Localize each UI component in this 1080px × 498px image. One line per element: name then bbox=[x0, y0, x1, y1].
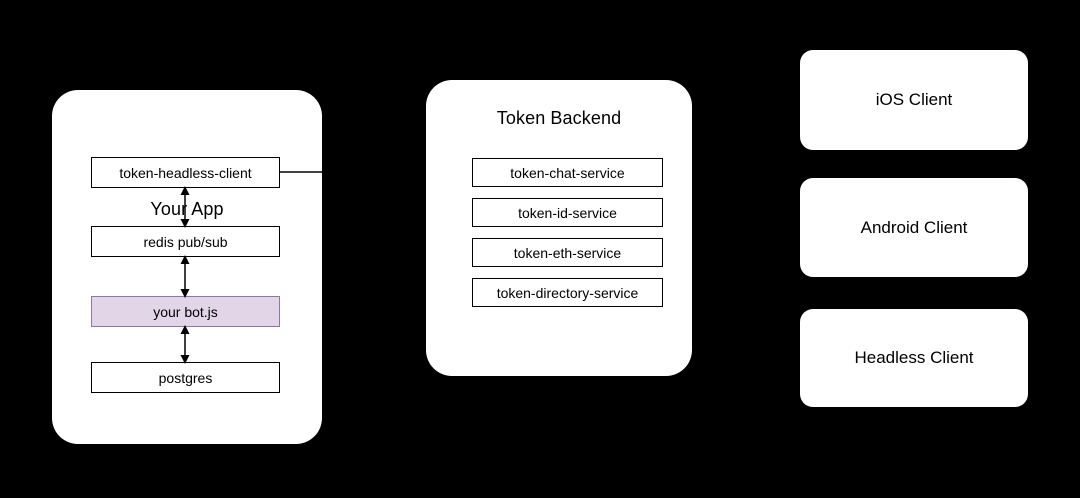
node-label: token-chat-service bbox=[510, 164, 625, 181]
client-card-android[interactable]: Android Client bbox=[800, 178, 1028, 277]
your-app-title: Your App bbox=[150, 199, 224, 219]
node-label: your bot.js bbox=[153, 303, 218, 320]
node-token-id-service[interactable]: token-id-service bbox=[472, 198, 663, 227]
node-token-directory-service[interactable]: token-directory-service bbox=[472, 278, 663, 307]
node-label: token-headless-client bbox=[119, 164, 252, 181]
node-redis-pub-sub[interactable]: redis pub/sub bbox=[91, 226, 280, 257]
token-backend-card[interactable]: Token Backend bbox=[426, 80, 692, 376]
node-token-headless-client[interactable]: token-headless-client bbox=[91, 157, 280, 188]
node-label: token-directory-service bbox=[496, 284, 639, 301]
client-label: Android Client bbox=[860, 217, 968, 237]
node-label: token-id-service bbox=[518, 204, 617, 221]
client-label: iOS Client bbox=[875, 90, 953, 109]
node-label: token-eth-service bbox=[513, 244, 622, 261]
token-backend-title: Token Backend bbox=[496, 108, 622, 128]
client-card-ios[interactable]: iOS Client bbox=[800, 50, 1028, 150]
node-label: redis pub/sub bbox=[143, 233, 228, 250]
node-your-bot-js[interactable]: your bot.js bbox=[91, 296, 280, 327]
node-token-eth-service[interactable]: token-eth-service bbox=[472, 238, 663, 267]
node-postgres[interactable]: postgres bbox=[91, 362, 280, 393]
node-token-chat-service[interactable]: token-chat-service bbox=[472, 158, 663, 187]
node-label: postgres bbox=[158, 369, 213, 386]
client-card-headless[interactable]: Headless Client bbox=[800, 309, 1028, 407]
client-label: Headless Client bbox=[854, 348, 974, 367]
